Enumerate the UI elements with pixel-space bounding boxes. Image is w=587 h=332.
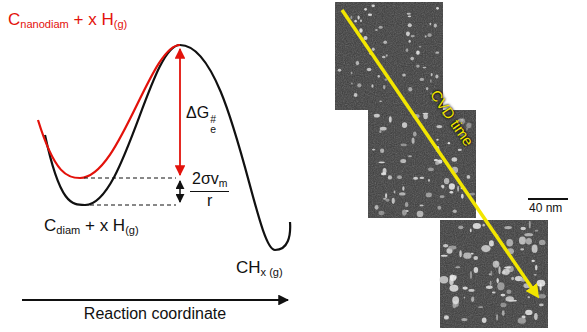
label-index: diam [56,224,80,236]
barrier-arrow [179,49,181,175]
level-line [84,178,176,179]
label-text: Reaction coordinate [84,305,226,322]
grain-texture [335,2,548,328]
label-text: 2σv [192,170,219,187]
size-term-fraction: 2σvmr [190,170,229,210]
label-text: ΔG [186,104,209,121]
label-text: C [44,216,56,235]
reactant-diamond-label: Cdiam + x H(g) [44,216,139,237]
scale-bar [528,198,568,200]
activation-energy-label: ΔG#e [186,104,216,135]
superscript: # [210,115,216,125]
nanodiamond-energy-curve [38,45,180,178]
scale-bar-label: 40 nm [529,202,562,216]
label-text: CH [236,258,261,277]
fraction: 2σvmr [190,170,229,210]
product-label: CHx (g) [236,258,283,279]
sem-image [335,2,443,110]
label-index: (g) [125,224,139,236]
label-text: m [219,178,228,189]
grain [440,220,548,328]
reactant-nanodiamond-label: Cnanodiam + x H(g) [8,10,127,31]
subscript: e [210,125,216,135]
time-arrow [342,10,536,294]
denominator: r [207,192,212,210]
label-text: C [8,10,20,29]
sem-images [335,2,548,328]
sem-image [440,220,548,328]
label-index: #e [210,115,216,136]
label-text: + x H [74,10,114,29]
label-index: x (g) [261,266,283,278]
axis-arrow [22,299,288,301]
diamond-energy-curve [45,45,290,250]
label-index: nanodiam [20,18,69,30]
grain [335,2,443,110]
label-text: + x H [85,216,125,235]
label-text: 40 nm [529,201,562,215]
time-label: CVD time [427,87,477,150]
label-index: (g) [114,18,128,30]
level-line [90,205,176,206]
axis-label: Reaction coordinate [84,305,226,323]
energy-difference-arrow [179,181,181,202]
numerator: 2σvm [190,170,229,192]
